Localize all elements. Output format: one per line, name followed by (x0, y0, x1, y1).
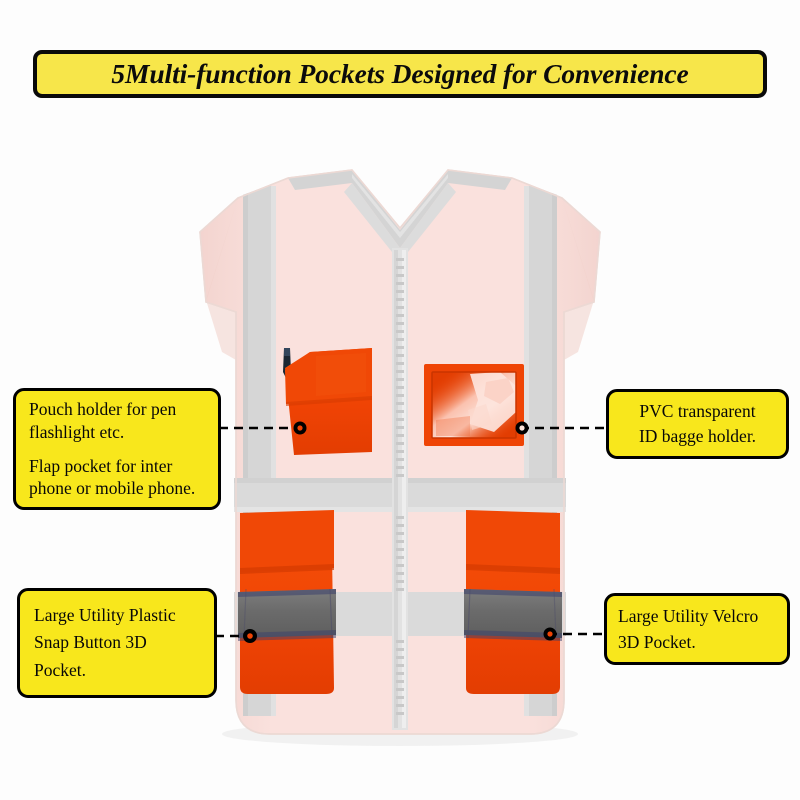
marker-snap-button (243, 629, 257, 643)
zipper (392, 248, 408, 730)
callout-snap-line-2: Snap Button 3D (34, 632, 147, 653)
callout-pvc-line-1: PVC transparent (639, 400, 756, 421)
callout-pen-line-4: phone or mobile phone. (29, 478, 196, 499)
marker-pen-pouch (293, 421, 307, 435)
marker-velcro (543, 627, 557, 641)
vest-shadow (222, 722, 578, 746)
callout-pvc-line-2: ID bagge holder. (638, 426, 757, 446)
shoulder-reflective-strips (243, 186, 557, 716)
pen-pouch-pocket (283, 348, 372, 455)
pen-icon (283, 348, 291, 380)
callout-snap-line-1: Large Utility Plastic (34, 604, 176, 625)
callout-pvc-holder: PVC transparent ID bagge holder. (606, 389, 789, 459)
callout-pen-pouch: Pouch holder for pen flashlight etc. Fla… (13, 388, 221, 510)
title-banner: 5Multi-function Pockets Designed for Con… (33, 50, 767, 98)
callout-snap-pocket: Large Utility Plastic Snap Button 3D Poc… (17, 588, 217, 698)
lower-reflective-band (228, 592, 572, 636)
page-title: 5Multi-function Pockets Designed for Con… (111, 58, 689, 90)
callout-velcro-line-1: Large Utility Velcro (618, 605, 759, 626)
callout-snap-line-3: Pocket. (34, 659, 87, 680)
lower-right-utility-pocket (464, 510, 562, 694)
lower-left-utility-pocket (238, 510, 336, 694)
callout-pen-pouch-text-2: Flap pocket for inter phone or mobile ph… (29, 455, 205, 500)
waist-reflective-band (228, 478, 572, 512)
vest-outline (199, 169, 601, 735)
zipper-teeth (396, 258, 404, 715)
marker-pvc (515, 421, 529, 435)
callout-pen-line-1: Pouch holder for pen (29, 399, 177, 420)
vest-collar (288, 170, 512, 262)
vest-body (199, 169, 601, 735)
callout-pen-line-2: flashlight etc. (29, 421, 125, 442)
callout-velcro-pocket: Large Utility Velcro 3D Pocket. (604, 593, 790, 665)
callout-pen-pouch-text-1: Pouch holder for pen flashlight etc. (29, 398, 205, 443)
vest-hem (236, 690, 392, 734)
pvc-id-badge-holder (424, 364, 524, 446)
callout-velcro-line-2: 3D Pocket. (618, 632, 696, 652)
callout-pen-line-3: Flap pocket for inter (29, 456, 173, 476)
